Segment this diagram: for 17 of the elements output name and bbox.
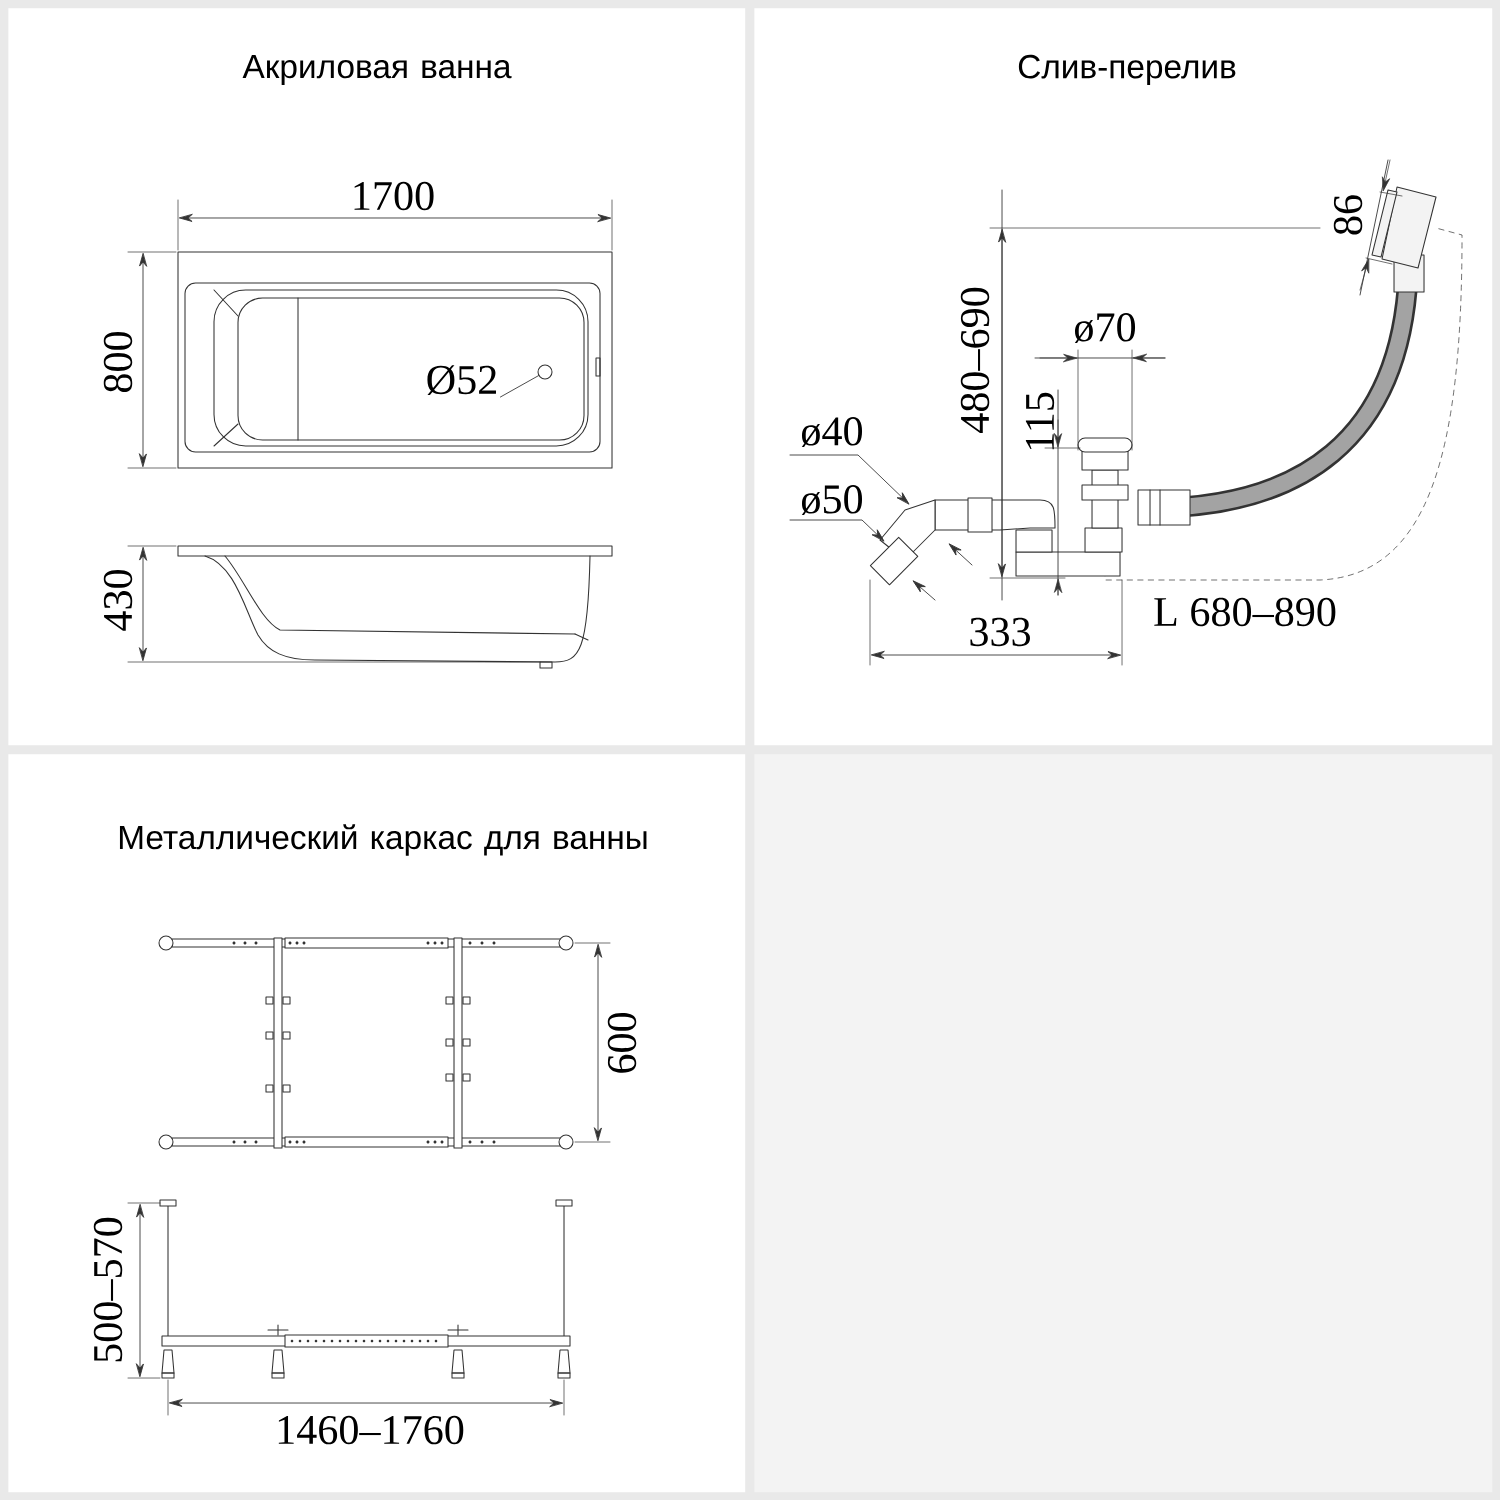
dimension-label: 800: [103, 332, 133, 393]
dimension-label: ø40: [801, 417, 863, 447]
dimension-label: 500–570: [93, 1217, 123, 1362]
dimension-label: L 680–890: [1154, 597, 1336, 627]
dimension-label: 600: [607, 1013, 637, 1073]
dimension-label: 480–690: [960, 287, 990, 433]
dimension-label: 1460–1760: [278, 1415, 464, 1445]
dimension-label: ø50: [801, 485, 863, 515]
dimension-label: 430: [103, 570, 133, 631]
dimension-label: ø70: [1074, 313, 1136, 343]
dimension-label: 115: [1025, 392, 1055, 450]
leader-line: [500, 375, 539, 398]
dimension-label: 86: [1333, 195, 1363, 235]
dimension-label: 1700: [354, 181, 434, 211]
drain-hole: [537, 364, 553, 380]
dimension-label: 333: [970, 617, 1030, 647]
dimension-label: Ø52: [423, 363, 501, 397]
